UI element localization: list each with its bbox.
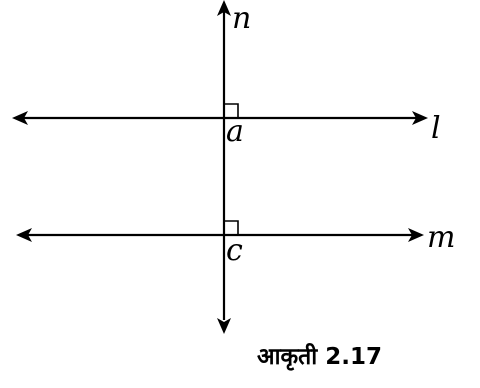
arrowhead-l-right xyxy=(412,111,428,125)
right-angle-mark-a xyxy=(224,103,239,118)
arrowhead-n-bottom xyxy=(217,318,231,334)
line-m xyxy=(16,228,424,242)
label-a: a xyxy=(226,114,244,149)
right-angle-mark-c xyxy=(224,220,239,235)
label-n: n xyxy=(232,1,251,36)
arrowhead-n-top xyxy=(217,0,231,16)
label-c: c xyxy=(226,233,243,268)
arrowhead-l-left xyxy=(12,111,28,125)
label-m: m xyxy=(427,220,455,255)
figure-caption: आकृती 2.17 xyxy=(257,342,382,371)
label-l: l xyxy=(431,111,441,146)
line-n xyxy=(217,0,231,334)
line-l xyxy=(12,111,428,125)
arrowhead-m-left xyxy=(16,228,32,242)
arrowhead-m-right xyxy=(408,228,424,242)
